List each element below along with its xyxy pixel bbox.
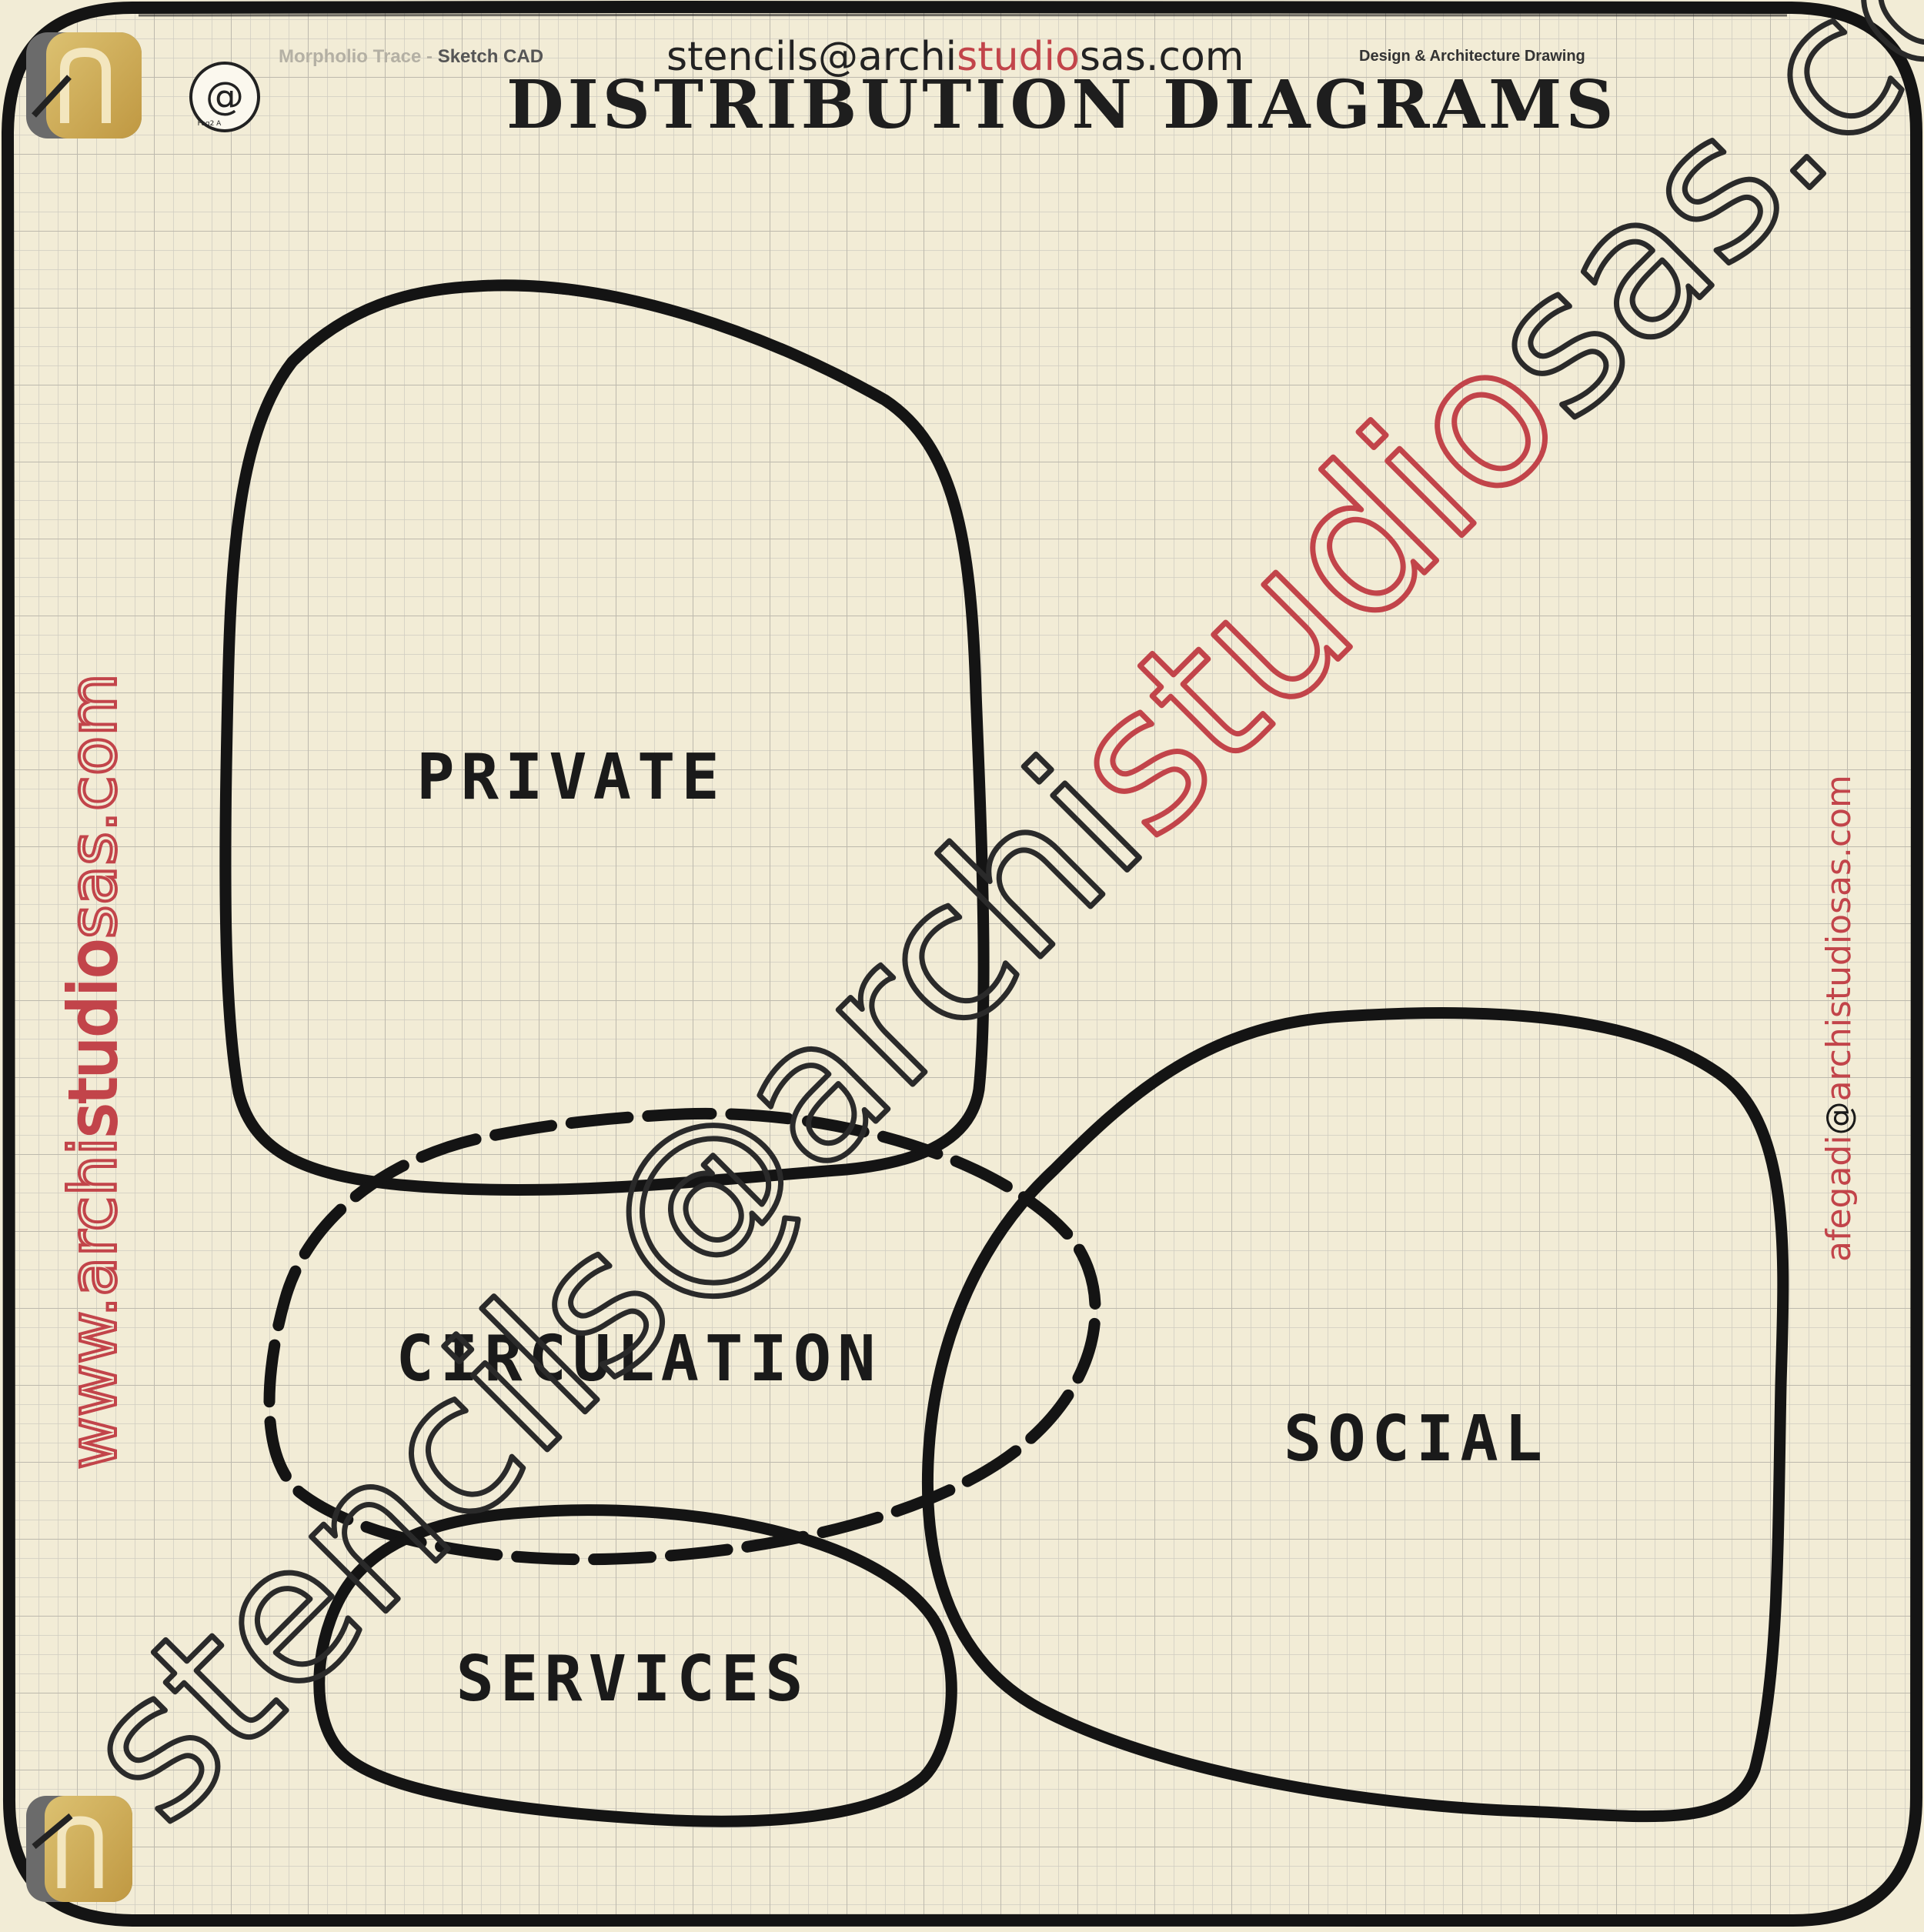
app-name: Morpholio Trace - Sketch CAD (279, 46, 544, 67)
app-logo-icon-bottom (26, 1796, 132, 1902)
zone-circulation-boundary (263, 1107, 1101, 1566)
page-title: DISTRIBUTION DIAGRAMS (506, 66, 1618, 144)
grid-paper (9, 9, 1915, 1919)
right-watermark: afegadi@archistudiosas.com (1819, 775, 1859, 1262)
left-watermark: www.archistudiosas.com (55, 673, 131, 1470)
zone-private-boundary (219, 279, 990, 1196)
zone-label-services: SERVICES (456, 1643, 810, 1716)
header-email: stencils@archistudiosas.com (666, 34, 1244, 80)
header-tagline: Design & Architecture Drawing (1359, 48, 1585, 65)
at-stamp-glyph: @ (205, 74, 244, 118)
zone-social-boundary (921, 1006, 1789, 1823)
zone-label-circulation: CIRCULATION (396, 1323, 881, 1396)
zone-services-boundary (313, 1504, 957, 1827)
at-stamp-caption: Feg2 A (198, 120, 222, 128)
zone-label-private: PRIVATE (416, 741, 726, 814)
app-logo-icon (26, 32, 142, 138)
zone-label-social: SOCIAL (1284, 1403, 1548, 1476)
at-stamp-icon: @ Feg2 A (189, 62, 260, 132)
